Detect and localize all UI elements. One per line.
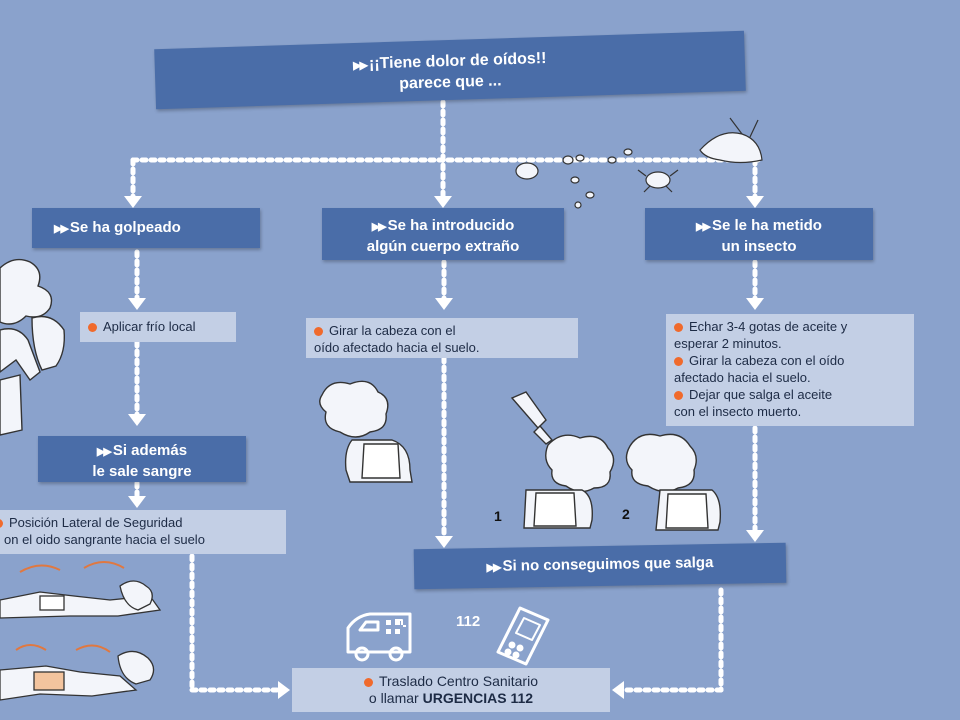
branch-insecto-title-2: un insecto xyxy=(721,238,797,255)
phone-number-label: 112 xyxy=(456,613,481,630)
bullet-icon xyxy=(674,357,683,367)
insect-drops-illustration xyxy=(515,117,763,209)
double-arrow-icon: ▶▶ xyxy=(371,221,387,233)
arrowhead xyxy=(612,681,624,699)
branch-cuerpo-box: ▶▶Se ha introducido algún cuerpo extraño xyxy=(322,208,564,260)
bullet-icon xyxy=(0,519,3,529)
bullet-icon xyxy=(674,323,683,333)
ambulance-icon xyxy=(346,612,412,662)
arrowheads xyxy=(124,196,764,699)
person-holding-ear-illustration xyxy=(0,258,66,436)
bullet-icon xyxy=(363,677,373,687)
arrowhead xyxy=(434,196,452,208)
arrowhead xyxy=(746,530,764,542)
step-3-line-1: Dejar que salga el aceite xyxy=(689,387,833,402)
mobile-phone-icon xyxy=(496,606,550,666)
arrowhead xyxy=(128,496,146,508)
branch-golpeado-box: ▶▶Se ha golpeado xyxy=(32,208,260,248)
double-arrow-icon: ▶▶ xyxy=(486,561,500,574)
double-arrow-icon: ▶▶ xyxy=(696,221,711,233)
double-arrow-icon: ▶▶ xyxy=(96,446,112,458)
action-aceite-box: Echar 3-4 gotas de aceite y esperar 2 mi… xyxy=(666,314,914,426)
person-step-1-illustration xyxy=(523,434,615,529)
person-head-tilted-illustration xyxy=(319,380,413,483)
double-arrow-icon: ▶▶ xyxy=(54,223,69,235)
action-girar-box: Girar la cabeza con el oído afectado hac… xyxy=(306,318,578,358)
arrowhead xyxy=(746,298,764,310)
arrowhead xyxy=(128,298,146,310)
pls-box: Posición Lateral de Seguridad on el oido… xyxy=(0,510,286,554)
arrowhead xyxy=(746,196,764,208)
bullet-icon xyxy=(314,327,323,337)
person-step-2-illustration xyxy=(625,433,722,531)
final-text-2-strong: URGENCIAS 112 xyxy=(422,690,534,706)
arrowhead xyxy=(128,414,146,426)
pls-text-1: Posición Lateral de Seguridad xyxy=(9,515,183,530)
action-girar-text-1: Girar la cabeza con el xyxy=(329,323,456,338)
fallback-title: Si no conseguimos que salga xyxy=(502,554,714,575)
step-number-2: 2 xyxy=(622,506,630,522)
bullet-icon xyxy=(674,391,683,401)
arrowhead xyxy=(435,298,453,310)
branch-cuerpo-title-2: algún cuerpo extraño xyxy=(366,238,520,255)
lateral-safety-position-illustration xyxy=(0,561,162,701)
double-arrow-icon: ▶▶ xyxy=(352,59,367,73)
pls-text-2: on el oido sangrante hacia el suelo xyxy=(4,532,205,547)
fallback-box: ▶▶Si no conseguimos que salga xyxy=(413,542,787,590)
sangre-title-1: Si además xyxy=(112,442,188,459)
oil-bottle-illustration xyxy=(510,391,554,454)
bullet-icon xyxy=(88,323,97,333)
action-girar-text-2: oído afectado hacia el suelo. xyxy=(314,340,480,355)
arrowhead xyxy=(124,196,142,208)
final-box: Traslado Centro Sanitario o llamar URGEN… xyxy=(292,668,610,712)
final-text-2-prefix: o llamar xyxy=(368,690,423,706)
arrowhead xyxy=(435,536,453,548)
dotted-connectors xyxy=(130,99,763,693)
branch-insecto-title-1: Se le ha metido xyxy=(711,217,822,234)
step-1-line-1: Echar 3-4 gotas de aceite y xyxy=(689,319,848,334)
header-title: ¡¡Tiene dolor de oídos!! xyxy=(368,49,547,73)
action-frio-text: Aplicar frío local xyxy=(103,319,196,334)
branch-golpeado-title: Se ha golpeado xyxy=(69,219,181,236)
final-text-1: Traslado Centro Sanitario xyxy=(378,673,538,689)
arrowhead xyxy=(278,681,290,699)
step-3-line-2: con el insecto muerto. xyxy=(674,404,802,419)
sangre-box: ▶▶Si además le sale sangre xyxy=(38,436,246,482)
branch-cuerpo-title-1: Se ha introducido xyxy=(387,217,515,234)
step-number-1: 1 xyxy=(494,508,502,524)
branch-insecto-box: ▶▶Se le ha metido un insecto xyxy=(645,208,873,260)
action-frio-box: Aplicar frío local xyxy=(80,312,236,342)
step-2-line-1: Girar la cabeza con el oído xyxy=(689,353,845,368)
step-2-line-2: afectado hacia el suelo. xyxy=(674,370,811,385)
step-1-line-2: esperar 2 minutos. xyxy=(674,336,782,351)
sangre-title-2: le sale sangre xyxy=(92,463,192,480)
